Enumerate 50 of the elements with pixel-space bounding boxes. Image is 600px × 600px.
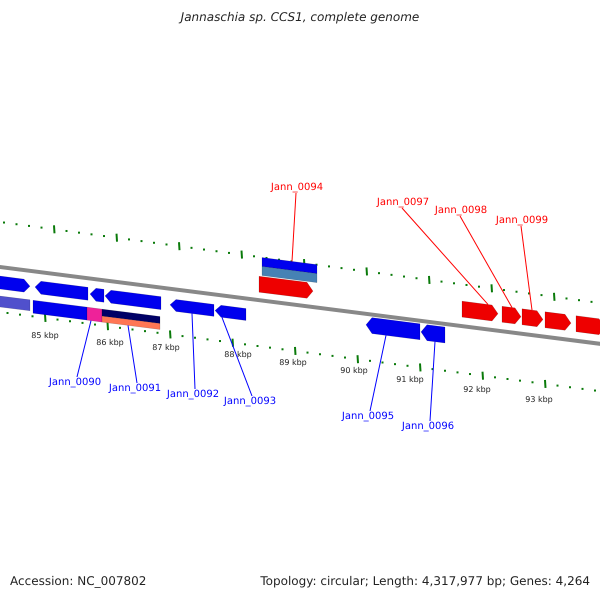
scale-label: 89 kbp <box>279 358 307 367</box>
gene-feature <box>86 306 102 322</box>
leader-line <box>402 208 488 305</box>
leader-line <box>370 334 386 412</box>
gene-label: Jann_0096 <box>402 421 454 432</box>
gene-feature <box>420 324 446 344</box>
gene-feature <box>576 315 600 335</box>
gene-feature <box>262 266 318 283</box>
scale-label: 88 kbp <box>224 350 252 359</box>
scale-label: 92 kbp <box>463 385 491 394</box>
gene-label: Jann_0097 <box>376 197 430 208</box>
gene-feature <box>0 275 30 292</box>
scale-label: 93 kbp <box>525 395 553 404</box>
gene-feature <box>258 276 314 299</box>
gene-feature <box>544 312 572 331</box>
leader-line <box>222 316 252 396</box>
gene-label: Jann_0092 <box>166 389 220 400</box>
gene-label: Jann_0095 <box>342 411 394 422</box>
scale-label: 91 kbp <box>396 375 424 384</box>
scale-label: 85 kbp <box>31 331 59 340</box>
gene-feature <box>102 316 160 330</box>
scale-label: 86 kbp <box>96 338 124 347</box>
gene-feature <box>522 308 544 327</box>
leader-line <box>128 324 138 384</box>
leader-line <box>520 226 532 311</box>
gene-feature <box>32 300 88 320</box>
scale-label: 87 kbp <box>152 343 180 352</box>
accession-text: Accession: NC_007802 <box>10 574 146 588</box>
leader-line <box>430 341 436 422</box>
leader-line <box>76 320 92 378</box>
leader-line <box>292 192 296 262</box>
gene-label: Jann_0098 <box>434 205 488 216</box>
gene-label: Jann_0091 <box>108 383 162 394</box>
gene-feature <box>502 306 522 324</box>
leader-line <box>192 313 196 390</box>
scale-label: 90 kbp <box>340 366 368 375</box>
leader-line <box>460 216 512 308</box>
gene-label: Jann_0093 <box>224 396 276 407</box>
gene-feature <box>170 299 214 317</box>
gene-label: Jann_0094 <box>270 182 324 193</box>
diagram-title: Jannaschia sp. CCS1, complete genome <box>178 10 420 24</box>
genome-info-text: Topology: circular; Length: 4,317,977 bp; Genes: 4,264 <box>260 574 590 588</box>
gene-label: Jann_0099 <box>496 215 548 226</box>
gene-feature <box>462 300 498 322</box>
gene-feature <box>0 295 30 312</box>
gene-feature <box>214 305 246 321</box>
gene-label: Jann_0090 <box>48 377 102 388</box>
gene-feature <box>262 257 318 274</box>
gene-feature <box>102 308 160 324</box>
gene-feature <box>90 288 104 303</box>
